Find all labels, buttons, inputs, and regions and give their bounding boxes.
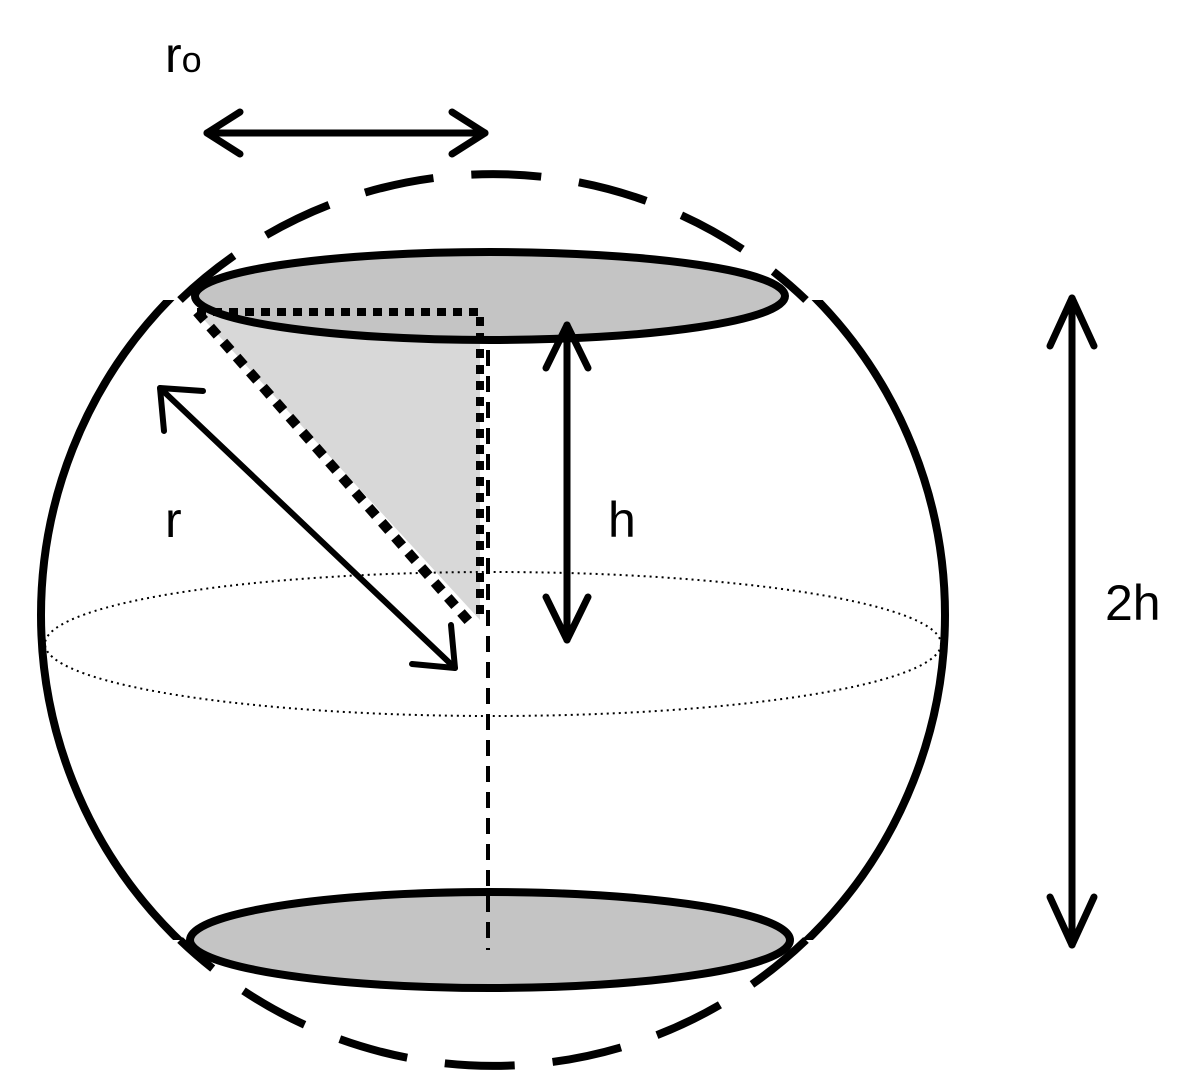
top-cap <box>191 248 789 344</box>
triangle-top-edge <box>197 308 484 620</box>
bottom-cap <box>186 888 794 992</box>
triangle-hypotenuse <box>193 308 476 629</box>
sphere-top-dashed-arc <box>177 170 809 303</box>
h-label: h <box>608 492 636 548</box>
r0-label: ro <box>165 27 202 83</box>
h-arrow <box>542 321 592 644</box>
r0-arrow <box>203 108 489 158</box>
two-h-label: 2h <box>1105 575 1161 631</box>
r-arrow <box>157 385 458 671</box>
equator-ellipse <box>44 571 942 717</box>
r0-label-subscript: o <box>182 39 202 80</box>
sphere-outline-solid <box>37 300 949 940</box>
r-label: r <box>165 492 182 548</box>
r0-label-main: r <box>165 27 182 83</box>
sphere-bottom-dashed-arc <box>177 937 809 1070</box>
two-h-arrow <box>1046 294 1098 949</box>
